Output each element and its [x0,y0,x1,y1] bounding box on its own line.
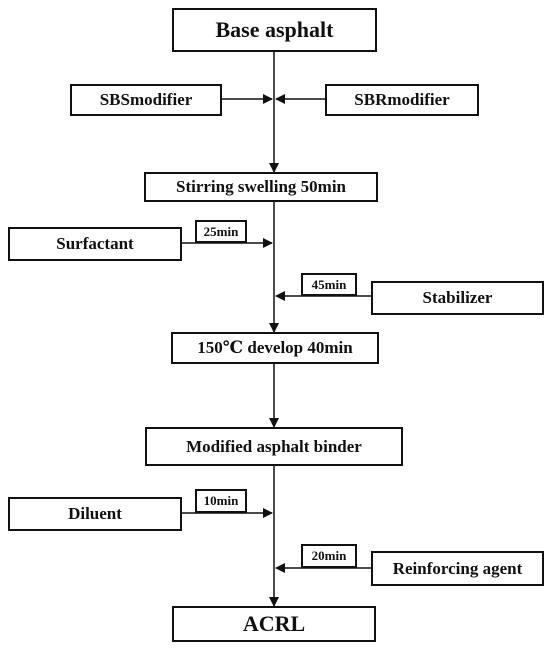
modified-binder-box: Modified asphalt binder [145,427,403,466]
sbr-modifier-label: SBRmodifier [354,90,450,109]
diluent-time-label: 10min [203,493,239,508]
diluent-time-tag: 10min [195,489,247,513]
surfactant-time-tag: 25min [195,220,247,243]
sbr-modifier-box: SBRmodifier [325,84,479,116]
develop-label: 150℃ develop 40min [197,338,353,357]
reinforcing-box: Reinforcing agent [371,551,544,586]
acrl-box: ACRL [172,606,376,642]
stabilizer-time-tag: 45min [301,273,357,296]
stabilizer-box: Stabilizer [371,281,544,315]
stabilizer-label: Stabilizer [422,288,493,307]
surfactant-label: Surfactant [56,234,134,253]
modified-binder-label: Modified asphalt binder [186,436,362,456]
reinforcing-time-label: 20min [311,548,347,563]
stirring-box: Stirring swelling 50min [144,172,378,202]
develop-box: 150℃ develop 40min [171,332,379,364]
sbs-modifier-box: SBSmodifier [70,84,222,116]
diluent-box: Diluent [8,497,182,531]
base-asphalt-box: Base asphalt [172,8,377,52]
sbs-modifier-label: SBSmodifier [99,90,193,109]
reinforcing-time-tag: 20min [301,544,357,568]
stabilizer-time-label: 45min [311,276,347,292]
base-asphalt-label: Base asphalt [215,17,334,42]
reinforcing-label: Reinforcing agent [392,558,523,578]
diluent-label: Diluent [68,504,122,523]
stirring-label: Stirring swelling 50min [175,177,346,196]
surfactant-box: Surfactant [8,227,182,261]
surfactant-time-label: 25min [203,223,239,239]
acrl-label: ACRL [242,611,306,636]
